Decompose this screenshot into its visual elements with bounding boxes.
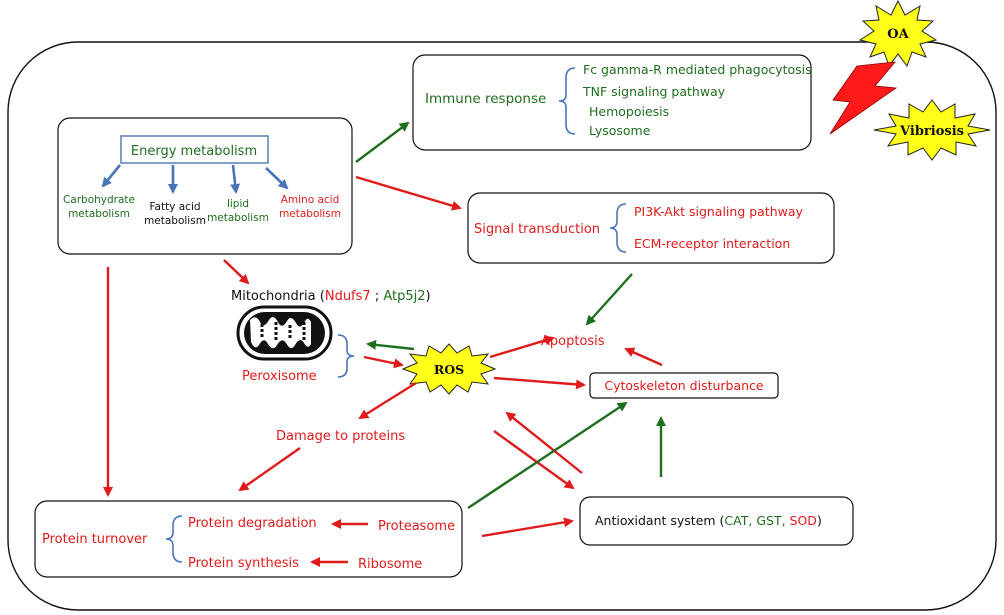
arrow-antioxidant-to-ros (505, 411, 583, 474)
arrow-ros-to-cytoskeleton (493, 376, 586, 390)
ribosome-label: Ribosome (358, 557, 422, 572)
immune-response-label: Immune response (425, 91, 546, 107)
ros-label: ROS (434, 362, 464, 377)
signal-item-ecm-receptor: ECM-receptor interaction (634, 236, 790, 251)
carbohydrate-metabolism-line1: Carbohydrate (63, 194, 135, 206)
protein-turnover-box (34, 500, 463, 578)
ros-star-icon (401, 343, 497, 395)
immune-response-box (412, 54, 812, 151)
signal-transduction-box (467, 192, 835, 264)
oa-star-icon (858, 0, 938, 68)
mitochondria-suffix: ) (426, 289, 431, 304)
signal-bracket (609, 203, 627, 253)
arrow-energy-carbohydrate (101, 164, 122, 188)
enzyme-cat: CAT, (724, 513, 756, 528)
immune-bracket (558, 67, 576, 135)
gene-ndufs7: Ndufs7 (325, 289, 371, 304)
arrow-protein-to-antioxidant (481, 517, 574, 538)
arrow-energy-to-mitochondria (223, 259, 250, 285)
arrow-ros-to-antioxidant (493, 430, 575, 490)
arrow-ros-to-organelle (366, 339, 415, 351)
stressor-vibriosis: Vibriosis (873, 99, 991, 161)
cell-outline (7, 41, 997, 611)
organelle-bracket (337, 334, 355, 378)
fatty-acid-metabolism-line1: Fatty acid (149, 201, 200, 213)
arrow-energy-lipid (230, 164, 241, 194)
arrow-cytoskeleton-to-apoptosis (624, 347, 663, 367)
arrow-energy-to-immune (355, 121, 410, 163)
protein-synthesis-label: Protein synthesis (188, 556, 299, 571)
arrow-ros-to-apoptosis (489, 335, 555, 359)
stressor-oa: OA (858, 0, 938, 68)
antioxidant-system-label: Antioxidant system (CAT, GST, SOD) (595, 513, 822, 528)
immune-item-fc-gamma: Fc gamma-R mediated phagocytosis (583, 62, 812, 77)
signal-transduction-label: Signal transduction (474, 222, 600, 237)
enzyme-sod: SOD (790, 513, 817, 528)
signal-item-pi3k-akt: PI3K-Akt signaling pathway (634, 204, 804, 219)
amino-acid-metabolism-line2: metabolism (279, 208, 341, 220)
arrow-energy-to-signal (355, 175, 462, 211)
fatty-acid-metabolism-line2: metabolism (144, 215, 206, 227)
cytoskeleton-label: Cytoskeleton disturbance (604, 378, 764, 393)
apoptosis-label: Apoptosis (541, 334, 605, 349)
lipid-metabolism-line1: lipid (227, 198, 249, 210)
cytoskeleton-box (589, 372, 779, 399)
vibriosis-star-icon (873, 99, 991, 161)
vibriosis-label: Vibriosis (899, 124, 964, 139)
energy-title-box (120, 135, 269, 164)
proteasome-label: Proteasome (378, 519, 455, 534)
energy-title: Energy metabolism (131, 144, 257, 159)
immune-item-hemopoiesis: Hemopoiesis (589, 104, 669, 119)
enzyme-gst: GST, (756, 513, 789, 528)
antioxidant-system-box (579, 496, 854, 546)
immune-item-lysosome: Lysosome (589, 123, 651, 138)
peroxisome-label: Peroxisome (242, 369, 317, 384)
protein-degradation-label: Protein degradation (188, 516, 317, 531)
immune-item-tnf: TNF signaling pathway (582, 84, 726, 99)
mitochondria-prefix: Mitochondria ( (231, 289, 325, 304)
energy-metabolism-box (57, 117, 353, 255)
arrow-energy-amino-acid (265, 167, 289, 190)
amino-acid-metabolism-line1: Amino acid (281, 194, 340, 206)
gene-atp5j2: Atp5j2 (383, 289, 425, 304)
arrow-ros-to-damage (358, 381, 417, 420)
antioxidant-suffix: ) (817, 513, 822, 528)
lightning-bolt-icon (829, 61, 898, 135)
lipid-metabolism-line2: metabolism (207, 212, 269, 224)
protein-turnover-label: Protein turnover (42, 532, 148, 547)
mitochondrion-icon (236, 305, 333, 361)
arrow-signal-to-apoptosis (585, 273, 633, 326)
damage-to-proteins-label: Damage to proteins (276, 429, 405, 444)
gene-separator: ; (371, 289, 384, 304)
mitochondria-label: Mitochondria (Ndufs7 ; Atp5j2) (231, 289, 431, 304)
antioxidant-prefix: Antioxidant system ( (595, 513, 724, 528)
arrow-damage-to-protein (238, 447, 301, 492)
arrow-organelle-to-ros (363, 355, 404, 369)
arrow-protein-to-cytoskeleton (467, 401, 628, 509)
oa-label: OA (887, 27, 909, 42)
carbohydrate-metabolism-line2: metabolism (68, 208, 130, 220)
protein-bracket (165, 515, 183, 563)
